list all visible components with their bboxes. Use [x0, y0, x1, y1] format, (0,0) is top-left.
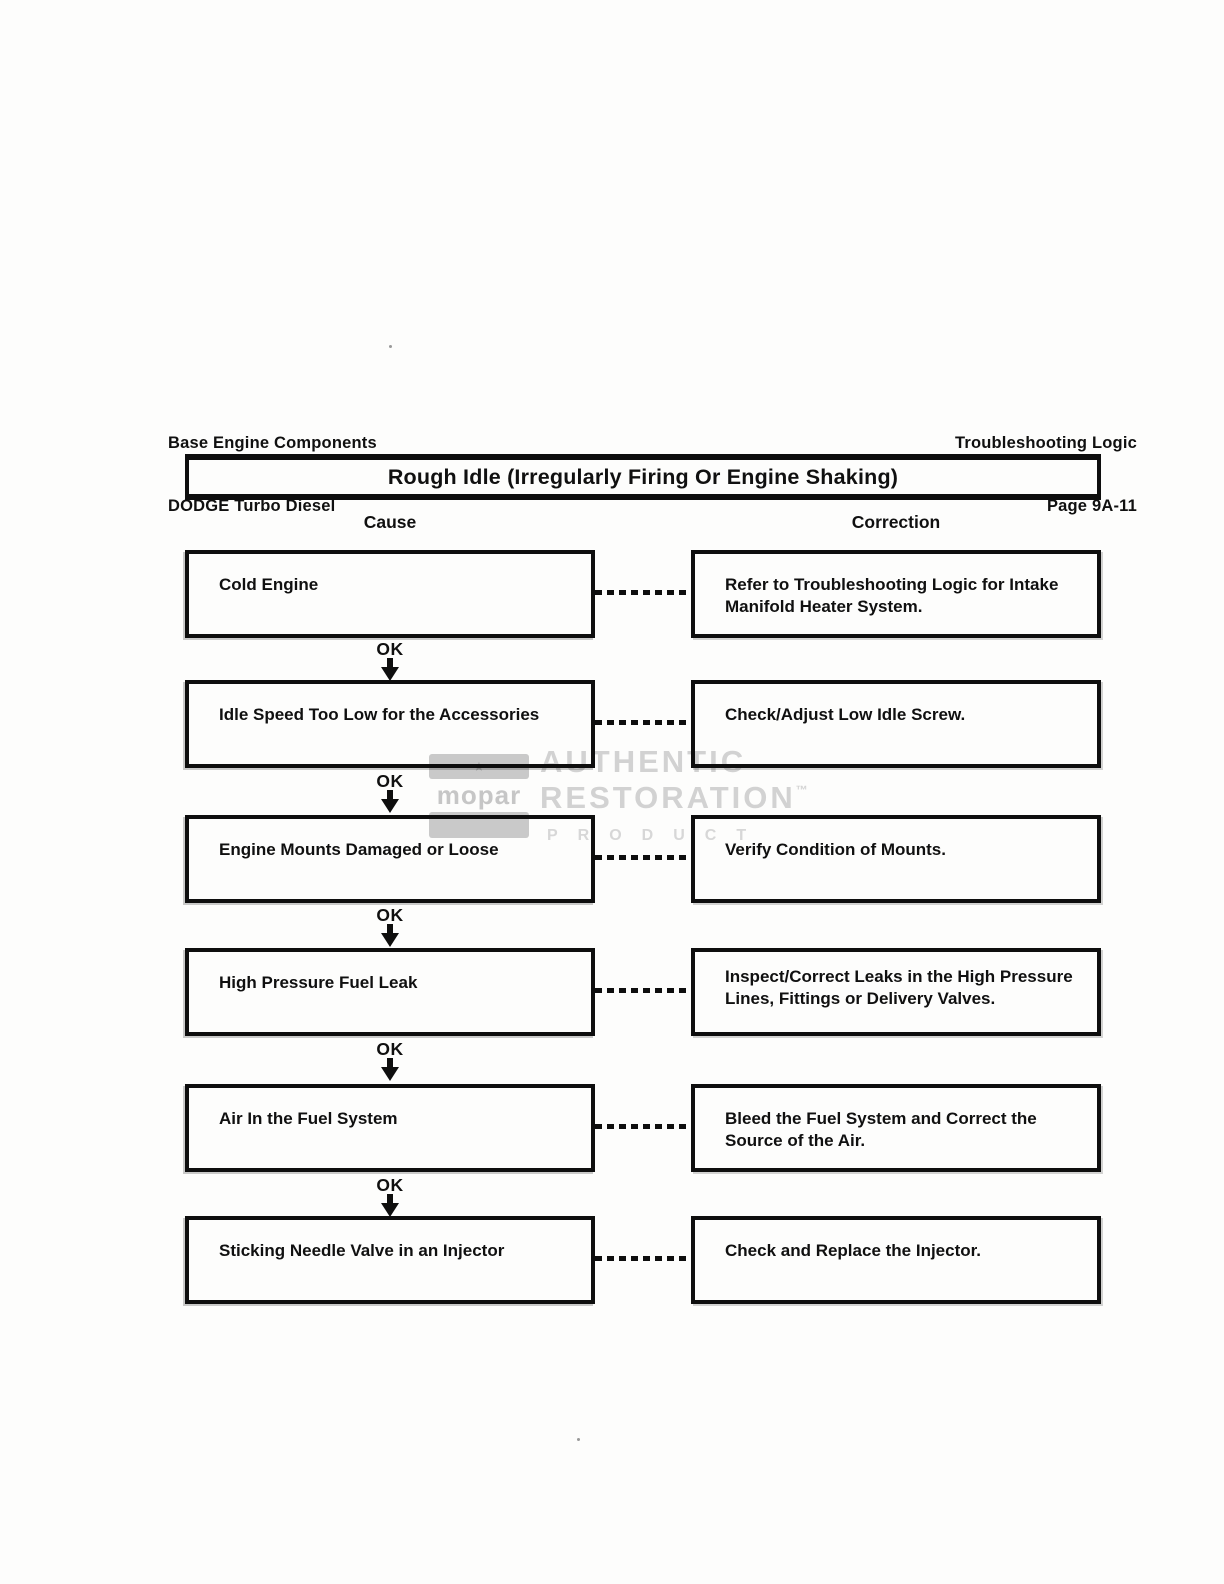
ok-label: OK [376, 905, 404, 925]
flowchart-title: Rough Idle (Irregularly Firing Or Engine… [387, 464, 899, 489]
ok-label: OK [376, 771, 404, 791]
ok-connector: OK [350, 1176, 430, 1217]
correction-text: Check and Replace the Injector. [725, 1241, 982, 1260]
cause-text: Air In the Fuel System [219, 1109, 398, 1128]
correction-text: Verify Condition of Mounts. [725, 840, 946, 859]
dashed-connector [595, 855, 691, 860]
down-arrow-icon [381, 1058, 399, 1081]
correction-box-engine-mounts: Verify Condition of Mounts. [691, 815, 1101, 903]
cause-text: Cold Engine [219, 575, 319, 594]
dashed-connector [595, 988, 691, 993]
cause-box-cold-engine: Cold Engine [185, 550, 595, 638]
correction-box-cold-engine: Refer to Troubleshooting Logic for Intak… [691, 550, 1101, 638]
ok-connector: OK [350, 772, 430, 813]
photocopy-speck [389, 345, 392, 348]
correction-column-label: Correction [851, 512, 941, 532]
header-page-number: Page 9A-11 [1046, 497, 1137, 515]
ok-connector: OK [350, 906, 430, 947]
ok-label: OK [376, 639, 404, 659]
correction-box-fuel-leak: Inspect/Correct Leaks in the High Pressu… [691, 948, 1101, 1036]
down-arrow-icon [381, 790, 399, 813]
page-header-right: Troubleshooting Logic Page 9A-11 [860, 391, 1137, 559]
watermark-product: PRODUCT [547, 827, 767, 844]
correction-text: Refer to Troubleshooting Logic for Intak… [725, 575, 1059, 616]
correction-box-idle-speed: Check/Adjust Low Idle Screw. [691, 680, 1101, 768]
flowchart-title-box: Rough Idle (Irregularly Firing Or Engine… [185, 454, 1101, 500]
watermark-restoration: RESTORATION™ [540, 780, 808, 815]
correction-box-sticking-needle-valve: Check and Replace the Injector. [691, 1216, 1101, 1304]
mopar-wordmark: mopar [436, 780, 522, 810]
header-vehicle-title: DODGE Turbo Diesel [168, 497, 336, 515]
header-section-title: Base Engine Components [168, 434, 377, 452]
cause-text: Idle Speed Too Low for the Accessories [219, 705, 540, 724]
dashed-connector [595, 720, 691, 725]
cause-column-label: Cause [363, 512, 417, 532]
cause-box-idle-speed: Idle Speed Too Low for the Accessories [185, 680, 595, 768]
cause-box-sticking-needle-valve: Sticking Needle Valve in an Injector [185, 1216, 595, 1304]
cause-box-engine-mounts: Engine Mounts Damaged or Loose [185, 815, 595, 903]
cause-text: High Pressure Fuel Leak [219, 973, 418, 992]
ok-connector: OK [350, 640, 430, 681]
down-arrow-icon [381, 658, 399, 681]
down-arrow-icon [381, 924, 399, 947]
correction-text: Bleed the Fuel System and Correct the So… [725, 1109, 1037, 1150]
correction-box-air-in-fuel: Bleed the Fuel System and Correct the So… [691, 1084, 1101, 1172]
header-doc-title: Troubleshooting Logic [954, 434, 1137, 452]
trademark-symbol: ™ [795, 783, 808, 797]
cause-box-fuel-leak: High Pressure Fuel Leak [185, 948, 595, 1036]
ok-label: OK [376, 1039, 404, 1059]
photocopy-speck [577, 1438, 580, 1441]
dashed-connector [595, 1256, 691, 1261]
cause-text: Engine Mounts Damaged or Loose [219, 840, 499, 859]
watermark-authentic: AUTHENTIC [540, 744, 747, 779]
down-arrow-icon [381, 1194, 399, 1217]
ok-connector: OK [350, 1040, 430, 1081]
dashed-connector [595, 1124, 691, 1129]
cause-box-air-in-fuel: Air In the Fuel System [185, 1084, 595, 1172]
cause-text: Sticking Needle Valve in an Injector [219, 1241, 505, 1260]
correction-text: Check/Adjust Low Idle Screw. [725, 705, 966, 724]
ok-label: OK [376, 1175, 404, 1195]
dashed-connector [595, 590, 691, 595]
correction-text: Inspect/Correct Leaks in the High Pressu… [725, 967, 1073, 1008]
page-header-left: Base Engine Components DODGE Turbo Diese… [168, 391, 377, 559]
